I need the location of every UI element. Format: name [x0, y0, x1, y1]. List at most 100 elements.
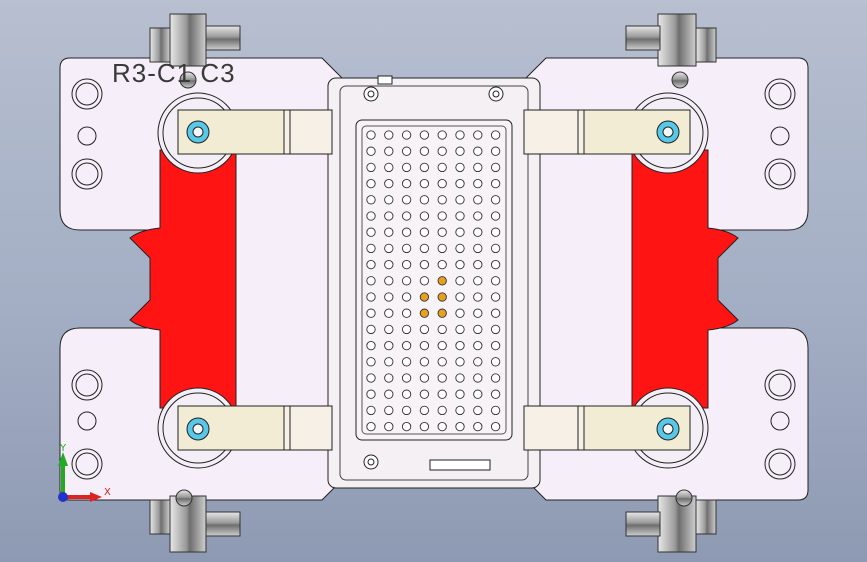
pin-hole: [366, 130, 376, 140]
right-red-strip: [631, 149, 739, 409]
pin-hole: [473, 259, 483, 270]
pin-hole: [401, 292, 412, 302]
pin-hole: [455, 276, 465, 286]
axis-x-label: X: [104, 487, 111, 498]
pin-hole: [419, 308, 430, 318]
pin-hole: [366, 308, 376, 318]
pin-hole: [366, 276, 376, 286]
pin-hole: [419, 243, 430, 254]
pin-hole: [455, 373, 465, 383]
pin-hole: [473, 243, 483, 254]
pin-hole: [384, 405, 394, 416]
pin-hole: [419, 276, 430, 286]
pin-hole: [490, 227, 501, 237]
pin-hole: [366, 357, 376, 367]
pin-hole: [401, 162, 412, 173]
pin-hole: [401, 373, 412, 383]
pin-hole: [419, 405, 430, 416]
pin-hole: [437, 373, 447, 383]
pin-hole: [455, 130, 465, 140]
pin-hole: [473, 373, 483, 383]
pin-hole: [384, 389, 394, 399]
pneumatic-fitting-top-left-icon: [149, 13, 241, 89]
pin-hole: [366, 211, 376, 221]
pin-hole: [473, 227, 483, 237]
pin-hole: [366, 162, 376, 173]
pin-hole: [419, 373, 430, 383]
pneumatic-fitting-top-right-icon: [625, 13, 717, 89]
pin-hole: [437, 421, 447, 432]
pin-hole: [419, 227, 430, 237]
pin-hole: [401, 421, 412, 432]
pin-hole: [455, 292, 465, 302]
pin-hole: [419, 178, 430, 189]
pin-hole: [473, 292, 483, 302]
pin-hole: [455, 146, 465, 156]
pin-hole: [384, 259, 394, 270]
pin-hole: [490, 292, 501, 302]
pin-hole: [419, 292, 430, 302]
pin-hole: [473, 211, 483, 221]
pin-hole: [384, 146, 394, 156]
pin-hole: [366, 146, 376, 156]
pin-hole: [473, 405, 483, 416]
pin-hole: [401, 130, 412, 140]
mounting-holes: [71, 78, 796, 480]
pin-hole: [455, 162, 465, 173]
pin-hole: [401, 227, 412, 237]
pin-hole: [490, 340, 501, 351]
pneumatic-fitting-bottom-right-icon: [625, 489, 717, 553]
pin-hole: [437, 227, 447, 237]
pin-hole: [490, 211, 501, 221]
pin-hole: [384, 211, 394, 221]
pin-hole: [401, 243, 412, 254]
pin-hole: [455, 308, 465, 318]
pin-hole: [437, 292, 447, 302]
pin-hole: [366, 405, 376, 416]
pin-hole: [473, 357, 483, 367]
pin-hole: [490, 276, 501, 286]
pin-hole: [384, 421, 394, 432]
pin-hole: [384, 195, 394, 205]
pin-hole: [366, 389, 376, 399]
pin-hole: [490, 405, 501, 416]
pin-hole: [437, 324, 447, 335]
pin-hole: [366, 227, 376, 237]
pin-hole: [366, 421, 376, 432]
pin-hole: [437, 357, 447, 367]
pin-hole: [437, 178, 447, 189]
pin-hole: [473, 162, 483, 173]
pin-hole: [473, 146, 483, 156]
pin-hole: [384, 340, 394, 351]
pin-hole: [401, 259, 412, 270]
pin-hole: [401, 211, 412, 221]
pin-hole: [401, 357, 412, 367]
pin-hole: [490, 259, 501, 270]
pin-hole: [366, 195, 376, 205]
pin-hole: [455, 340, 465, 351]
pin-hole: [419, 340, 430, 351]
pin-hole: [437, 243, 447, 254]
pin-hole: [490, 178, 501, 189]
pin-hole: [419, 259, 430, 270]
pin-hole: [366, 243, 376, 254]
pin-hole: [419, 146, 430, 156]
pin-hole: [401, 146, 412, 156]
pin-hole: [455, 357, 465, 367]
pin-hole: [401, 276, 412, 286]
pin-hole: [437, 340, 447, 351]
pin-hole: [384, 292, 394, 302]
pin-hole: [401, 340, 412, 351]
pin-hole: [419, 389, 430, 399]
pin-hole: [473, 340, 483, 351]
pin-hole: [473, 421, 483, 432]
pin-hole: [419, 421, 430, 432]
pin-hole: [455, 389, 465, 399]
pin-hole: [455, 211, 465, 221]
pin-hole: [419, 195, 430, 205]
pin-hole: [366, 292, 376, 302]
pin-hole: [384, 162, 394, 173]
pin-hole: [490, 389, 501, 399]
